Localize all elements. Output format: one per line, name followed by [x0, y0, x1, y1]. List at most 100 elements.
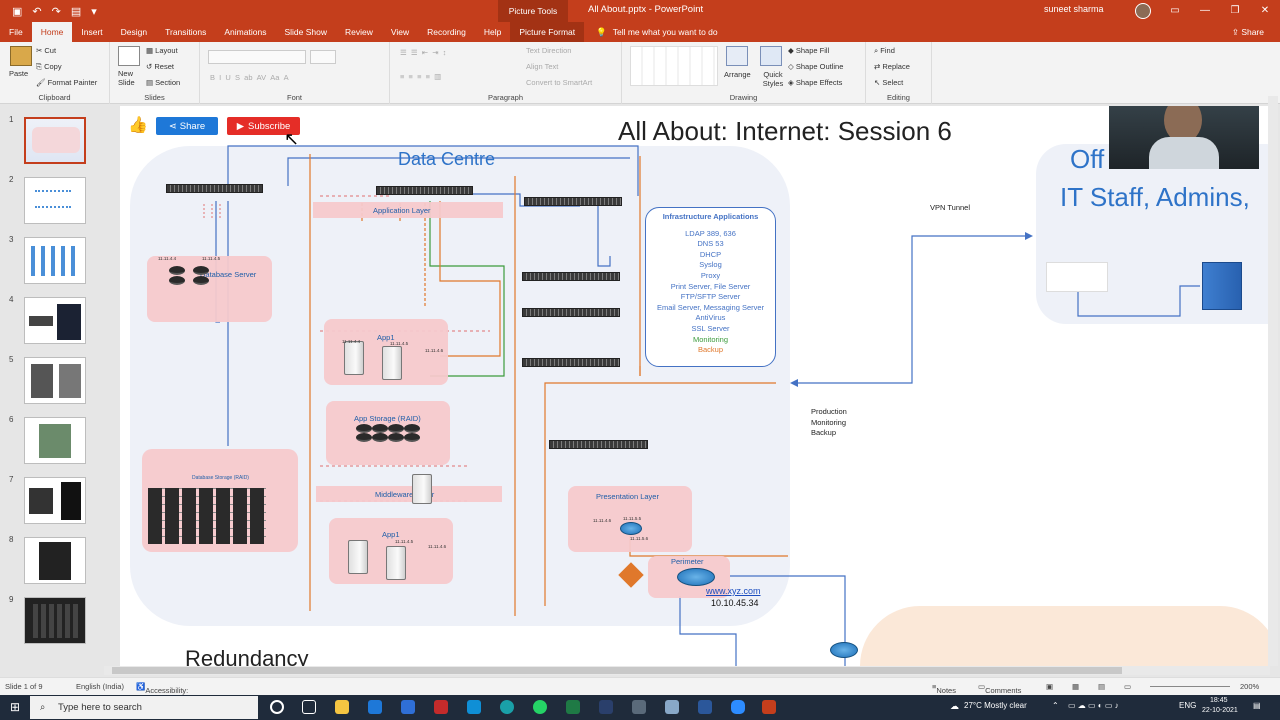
tell-me-box[interactable]: 💡 Tell me what you want to do: [596, 27, 717, 38]
excel-icon[interactable]: [566, 700, 580, 714]
powerpoint-icon[interactable]: [762, 700, 776, 714]
whatsapp-icon[interactable]: [533, 700, 547, 714]
undo-icon[interactable]: ↶: [32, 5, 42, 18]
font-name-field[interactable]: [208, 50, 306, 64]
presentation-icon[interactable]: ▤: [70, 5, 82, 18]
infra-backup: Backup: [697, 345, 724, 355]
horizontal-scrollbar[interactable]: [104, 666, 1270, 675]
tab-home[interactable]: Home: [31, 22, 73, 42]
slideshow-icon[interactable]: ▭: [1124, 682, 1132, 691]
replace-button[interactable]: ⇄ Replace: [874, 62, 910, 71]
quick-styles-button[interactable]: Quick Styles: [762, 70, 784, 88]
avatar[interactable]: [1135, 3, 1151, 19]
security-icon[interactable]: [434, 700, 448, 714]
reset-label: Reset: [154, 62, 174, 71]
align-text-button[interactable]: Align Text: [526, 62, 559, 71]
format-painter-button[interactable]: 🖌 Format Painter: [36, 78, 98, 87]
paste-icon[interactable]: [10, 46, 32, 66]
slide-canvas[interactable]: 👍 ⋖Share ▶Subscribe ↖ All About: Interne…: [120, 106, 1270, 668]
tools-icon[interactable]: [632, 700, 646, 714]
website-link[interactable]: www.xyz.com: [706, 586, 761, 596]
clock-time[interactable]: 18:45: [1210, 697, 1228, 704]
text-direction-button[interactable]: Text Direction: [526, 46, 572, 55]
paste-button[interactable]: Paste: [9, 69, 29, 78]
normal-view-icon[interactable]: ▣: [1046, 682, 1054, 691]
arrange-button[interactable]: Arrange: [724, 70, 751, 79]
align-buttons[interactable]: ≡ ≡ ≡ ≡ ▥: [400, 72, 442, 81]
notifications-icon[interactable]: ▤: [1253, 701, 1261, 710]
share-slide-button[interactable]: ⋖Share: [156, 117, 218, 135]
list-buttons[interactable]: ☰ ☰ ⇤ ⇥ ↕: [400, 48, 447, 57]
weather-icon[interactable]: ☁: [950, 701, 959, 711]
user-name[interactable]: suneet sharma: [1044, 4, 1104, 14]
tab-view[interactable]: View: [390, 27, 410, 37]
tab-picture-format[interactable]: Picture Format: [510, 22, 585, 42]
accessibility-status[interactable]: ♿ Accessibility: Investigate: [136, 682, 188, 704]
skype-icon[interactable]: [467, 700, 481, 714]
like-icon[interactable]: 👍: [128, 117, 148, 134]
input-language[interactable]: ENG: [1179, 701, 1197, 710]
copy-button[interactable]: ⎘ Copy: [36, 62, 62, 71]
edge-icon[interactable]: [500, 700, 514, 714]
cut-button[interactable]: ✂ Cut: [36, 46, 57, 55]
minimize-button[interactable]: —: [1200, 5, 1210, 16]
tray-icons[interactable]: ▭ ☁ ▭ ◐ ▭ ♪: [1068, 701, 1119, 710]
restore-button[interactable]: ❐: [1230, 5, 1240, 16]
redo-icon[interactable]: ↷: [51, 5, 61, 18]
file-explorer-icon[interactable]: [335, 700, 349, 714]
font-size-field[interactable]: [310, 50, 336, 64]
tab-transitions[interactable]: Transitions: [165, 27, 207, 37]
notepad-icon[interactable]: [665, 700, 679, 714]
network-app-icon[interactable]: [599, 700, 613, 714]
convert-smartart-button[interactable]: Convert to SmartArt: [526, 78, 593, 87]
quick-styles-icon[interactable]: [760, 46, 782, 66]
clock-date[interactable]: 22-10-2021: [1202, 707, 1238, 714]
new-slide-button[interactable]: New Slide: [118, 69, 135, 87]
arrange-icon[interactable]: [726, 46, 748, 66]
task-view-icon[interactable]: [302, 700, 316, 714]
tab-review[interactable]: Review: [344, 27, 373, 37]
customize-qat-icon[interactable]: ▾: [91, 5, 97, 18]
close-button[interactable]: ✕: [1260, 5, 1270, 16]
subscribe-button[interactable]: ▶Subscribe: [227, 117, 300, 135]
shapes-gallery[interactable]: [630, 46, 718, 86]
section-button[interactable]: ▤ Section: [146, 78, 181, 87]
reading-view-icon[interactable]: ▤: [1098, 682, 1106, 691]
language-status[interactable]: English (India): [76, 682, 124, 691]
word-icon[interactable]: [698, 700, 712, 714]
shape-effects-button[interactable]: ◈ Shape Effects: [788, 78, 843, 87]
weather-text[interactable]: 27°C Mostly clear: [964, 701, 1027, 710]
layout-button[interactable]: ▦ Layout: [146, 46, 178, 55]
tab-animations[interactable]: Animations: [224, 27, 267, 37]
tab-insert[interactable]: Insert: [81, 27, 103, 37]
tab-file[interactable]: File: [9, 27, 23, 37]
zoom-level[interactable]: 200%: [1240, 682, 1260, 691]
select-button[interactable]: ↖ Select: [874, 78, 904, 87]
tab-slide-show[interactable]: Slide Show: [284, 27, 327, 37]
slide-sorter-icon[interactable]: ▦: [1072, 682, 1080, 691]
scrollbar-thumb[interactable]: [112, 667, 1122, 674]
windows-start-icon[interactable]: ⊞: [10, 700, 21, 714]
comments-button[interactable]: ▭ Comments: [978, 682, 1022, 695]
find-button[interactable]: ⌕ Find: [874, 46, 895, 55]
bold-button[interactable]: B I U S ab AV Aa A: [210, 73, 289, 82]
notes-button[interactable]: ≡ Notes: [932, 682, 956, 695]
shape-outline-button[interactable]: ◇ Shape Outline: [788, 62, 844, 71]
vertical-scrollbar[interactable]: [1268, 96, 1278, 666]
tab-help[interactable]: Help: [483, 27, 502, 37]
ribbon-display-icon[interactable]: ▭: [1170, 5, 1180, 16]
save-icon[interactable]: ▣: [12, 5, 23, 18]
cortana-icon[interactable]: [270, 700, 284, 714]
tab-design[interactable]: Design: [120, 27, 148, 37]
new-slide-icon[interactable]: [118, 46, 140, 66]
share-button[interactable]: ⇪ Share: [1231, 27, 1264, 37]
shape-fill-button[interactable]: ◆ Shape Fill: [788, 46, 830, 55]
reset-button[interactable]: ↺ Reset: [146, 62, 174, 71]
taskbar-search[interactable]: ⌕ Type here to search: [30, 696, 258, 719]
mail-icon[interactable]: [368, 700, 382, 714]
zoom-slider[interactable]: [1150, 686, 1230, 687]
tab-recording[interactable]: Recording: [427, 27, 466, 37]
zoom-app-icon[interactable]: [731, 700, 745, 714]
launcher-icon[interactable]: [401, 700, 415, 714]
tray-chevron-icon[interactable]: ⌃: [1052, 701, 1059, 710]
